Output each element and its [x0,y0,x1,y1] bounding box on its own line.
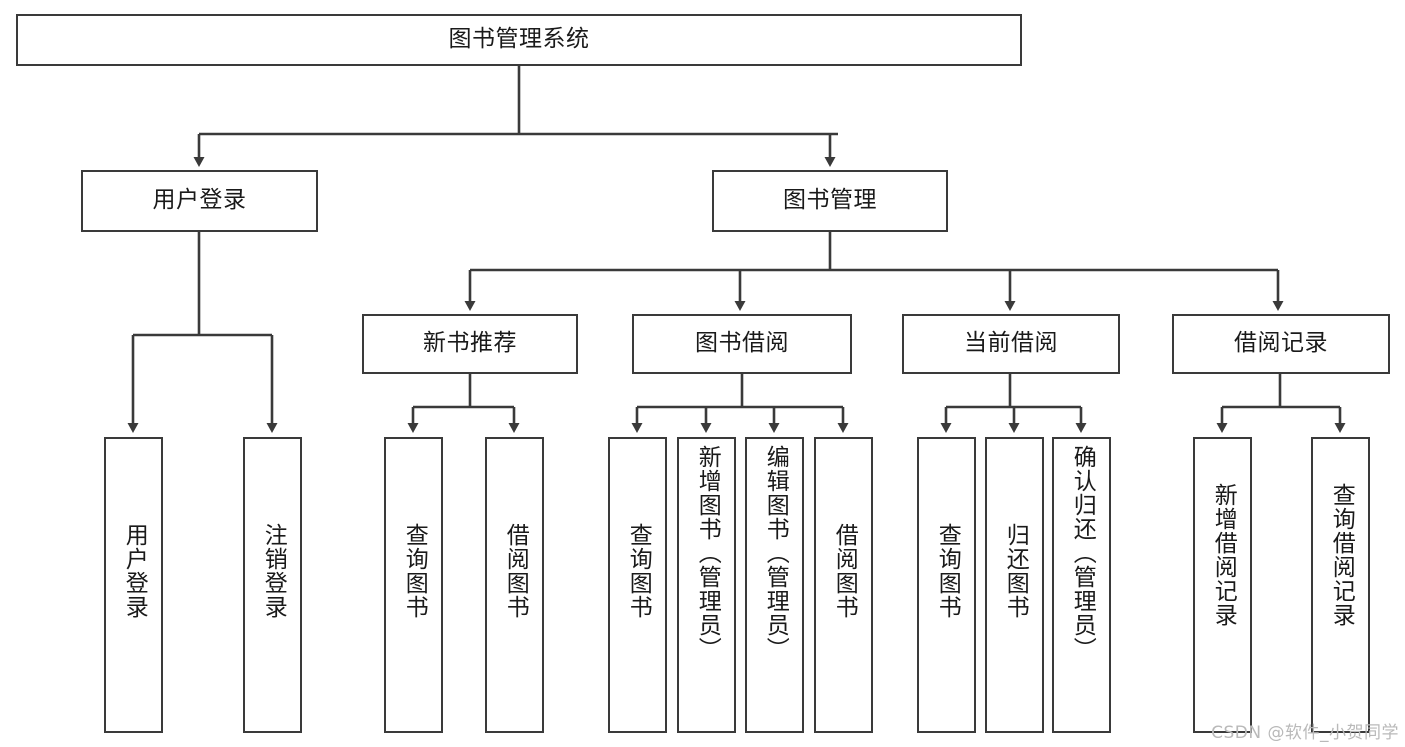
leaf-add-record-label: 新增借阅记录 [1210,483,1237,627]
leaf-add-record[interactable]: 新增借阅记录 [1193,437,1252,733]
node-root[interactable]: 图书管理系统 [16,14,1022,66]
node-current-borrow-label: 当前借阅 [964,330,1058,357]
node-borrow-record[interactable]: 借阅记录 [1172,314,1390,374]
leaf-borrow-book-1[interactable]: 借阅图书 [485,437,544,733]
leaf-add-book-label: 新增图书（管理员） [694,445,721,661]
node-book-manage[interactable]: 图书管理 [712,170,948,232]
leaf-query-book-2-label: 查询图书 [625,523,652,619]
leaf-query-book-3-label: 查询图书 [934,523,961,619]
leaf-edit-book-label: 编辑图书（管理员） [762,445,789,661]
node-book-borrow-label: 图书借阅 [695,330,789,357]
node-new-book-recommend-label: 新书推荐 [423,330,517,357]
node-root-label: 图书管理系统 [448,26,590,53]
leaf-borrow-book-2[interactable]: 借阅图书 [814,437,873,733]
node-user-login[interactable]: 用户登录 [81,170,318,232]
node-book-borrow[interactable]: 图书借阅 [632,314,852,374]
leaf-query-record[interactable]: 查询借阅记录 [1311,437,1370,733]
node-borrow-record-label: 借阅记录 [1234,330,1328,357]
watermark: CSDN @软件_小贺同学 [1211,723,1399,743]
leaf-confirm-return-label: 确认归还（管理员） [1069,445,1096,661]
leaf-query-book-1[interactable]: 查询图书 [384,437,443,733]
leaf-return-book-label: 归还图书 [1002,523,1029,619]
leaf-logout-login-label: 注销登录 [260,523,287,619]
leaf-add-book[interactable]: 新增图书（管理员） [677,437,736,733]
node-current-borrow[interactable]: 当前借阅 [902,314,1120,374]
node-book-manage-label: 图书管理 [783,187,877,214]
leaf-borrow-book-1-label: 借阅图书 [502,523,529,619]
leaf-confirm-return[interactable]: 确认归还（管理员） [1052,437,1111,733]
node-new-book-recommend[interactable]: 新书推荐 [362,314,578,374]
leaf-edit-book[interactable]: 编辑图书（管理员） [745,437,804,733]
leaf-logout-login[interactable]: 注销登录 [243,437,302,733]
leaf-query-book-2[interactable]: 查询图书 [608,437,667,733]
leaf-user-login-label: 用户登录 [121,523,148,619]
leaf-query-book-3[interactable]: 查询图书 [917,437,976,733]
leaf-query-book-1-label: 查询图书 [401,523,428,619]
leaf-user-login[interactable]: 用户登录 [104,437,163,733]
node-user-login-label: 用户登录 [152,187,247,214]
leaf-borrow-book-2-label: 借阅图书 [831,523,858,619]
leaf-return-book[interactable]: 归还图书 [985,437,1044,733]
leaf-query-record-label: 查询借阅记录 [1328,483,1355,627]
